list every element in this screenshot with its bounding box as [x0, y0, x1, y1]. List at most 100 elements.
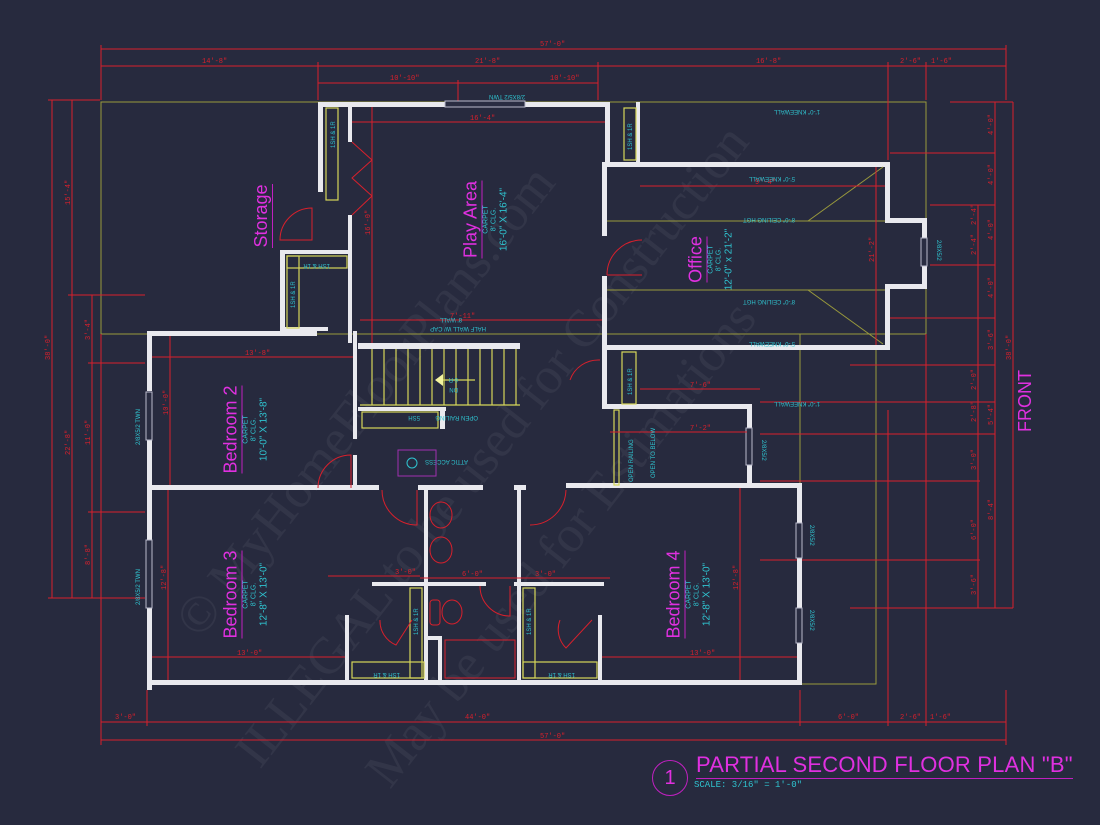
- svg-text:HALF WALL W/ CAP: HALF WALL W/ CAP: [430, 325, 486, 331]
- svg-text:7'-2": 7'-2": [690, 425, 711, 433]
- svg-text:1'-0" KNEEWALL: 1'-0" KNEEWALL: [773, 108, 820, 114]
- svg-text:10'-0": 10'-0": [163, 390, 171, 415]
- room-ceiling: 8' CLG.: [250, 582, 258, 607]
- svg-text:3'-6": 3'-6": [971, 574, 979, 595]
- svg-text:2/8X5/2: 2/8X5/2: [808, 610, 814, 631]
- svg-text:8'-0" CEILING HGT: 8'-0" CEILING HGT: [743, 298, 795, 304]
- svg-text:16'-0": 16'-0": [365, 210, 373, 235]
- svg-text:2'-6": 2'-6": [900, 714, 921, 722]
- svg-text:1SH & 1R: 1SH & 1R: [331, 121, 337, 148]
- svg-text:38'-0": 38'-0": [1006, 335, 1014, 360]
- svg-text:10'-10": 10'-10": [390, 75, 419, 83]
- svg-text:6'-0": 6'-0": [838, 714, 859, 722]
- svg-text:2'-4": 2'-4": [971, 234, 979, 255]
- svg-text:2/8X5/2: 2/8X5/2: [808, 525, 814, 546]
- room-finish: CARPET: [707, 245, 715, 274]
- room-size: 10'-0" X 13'-8": [258, 397, 270, 462]
- room-label-office: Office CARPET 8' CLG. 12'-0" x 21'-2": [685, 200, 735, 320]
- svg-text:OPEN RAILING: OPEN RAILING: [435, 414, 478, 420]
- svg-text:4'-0": 4'-0": [988, 164, 996, 185]
- svg-text:11'-0": 11'-0": [85, 420, 93, 445]
- svg-text:OPEN TO BELOW: OPEN TO BELOW: [651, 428, 657, 478]
- svg-text:16'-4": 16'-4": [470, 115, 495, 123]
- plan-number-badge: 1: [652, 760, 688, 796]
- room-size: 12'-0" x 21'-2": [723, 228, 735, 291]
- svg-text:2/8X5/2 TWN: 2/8X5/2 TWN: [136, 569, 142, 605]
- front-label: FRONT: [1015, 370, 1035, 432]
- svg-text:3'-0": 3'-0": [971, 449, 979, 470]
- svg-text:1'-6": 1'-6": [931, 58, 952, 66]
- room-name: Bedroom 4: [663, 550, 686, 639]
- room-name: Office: [685, 236, 708, 283]
- room-label-bedroom-4: Bedroom 4 CARPET 8' CLG. 12'-8" X 13'-0": [663, 535, 713, 655]
- svg-text:5'-4": 5'-4": [988, 404, 996, 425]
- room-label-bedroom-2: Bedroom 2 CARPET 8' CLG. 10'-0" X 13'-8": [220, 370, 270, 490]
- annotations: 2/8X5/2 TWN 1'-0" KNEEWALL 5'-0" KNEEWAL…: [136, 93, 941, 677]
- svg-text:9'-4": 9'-4": [755, 179, 776, 187]
- svg-text:2'-0": 2'-0": [971, 369, 979, 390]
- svg-text:ATTIC ACCESS: ATTIC ACCESS: [425, 458, 468, 464]
- dimensions-right: 4'-0" 4'-0" 4'-0" 4'-0" 3'-6" 5'-4" 8'-4…: [760, 101, 1014, 609]
- svg-text:1SH & 1R: 1SH & 1R: [303, 262, 330, 268]
- svg-text:8'-4": 8'-4": [988, 499, 996, 520]
- svg-text:5'-0" KNEEWALL: 5'-0" KNEEWALL: [748, 340, 795, 346]
- svg-text:13'-8": 13'-8": [245, 350, 270, 358]
- svg-text:OPEN RAILING: OPEN RAILING: [629, 439, 635, 482]
- svg-text:8'-8": 8'-8": [85, 544, 93, 565]
- svg-text:21'-2": 21'-2": [869, 237, 877, 262]
- svg-text:57'-0": 57'-0": [540, 733, 565, 741]
- room-ceiling: 8' CLG.: [693, 582, 701, 607]
- svg-text:2/8X5/2: 2/8X5/2: [935, 240, 941, 261]
- svg-text:6'-0": 6'-0": [971, 519, 979, 540]
- room-label-bedroom-3: Bedroom 3 CARPET 8' CLG. 12'-8" X 13'-0": [220, 535, 270, 655]
- room-name: Storage: [251, 184, 273, 248]
- room-size: 12'-8" X 13'-0": [258, 562, 270, 627]
- svg-text:10'-10": 10'-10": [550, 75, 579, 83]
- room-ceiling: 8' CLG.: [250, 417, 258, 442]
- dimensions-bottom: 3'-0" 44'-0" 6'-0" 2'-6" 1'-6" 57'-0": [100, 334, 1007, 745]
- svg-text:57'-0": 57'-0": [540, 41, 565, 49]
- dimensions-top: 57'-0" 14'-8" 21'-8" 16'-8" 2'-6" 1'-6" …: [100, 41, 1007, 160]
- plan-scale: SCALE: 3/16" = 1'-0": [694, 780, 803, 790]
- svg-text:5'-0" KNEEWALL: 5'-0" KNEEWALL: [748, 175, 795, 181]
- svg-text:8'-0" CEILING HGT: 8'-0" CEILING HGT: [743, 216, 795, 222]
- svg-text:1'-0" KNEEWALL: 1'-0" KNEEWALL: [773, 400, 820, 406]
- svg-text:1SH & 1R: 1SH & 1R: [527, 608, 533, 635]
- svg-text:2/8X5/2 TWN: 2/8X5/2 TWN: [489, 93, 525, 99]
- svg-text:DN: DN: [449, 386, 458, 392]
- room-ceiling: 8' CLG.: [715, 247, 723, 272]
- svg-text:2'-4": 2'-4": [971, 204, 979, 225]
- room-label-play-area: Play Area CARPET 8' CLG. 16'-0" X 16'-4": [460, 160, 510, 280]
- svg-text:22'-8": 22'-8": [65, 430, 73, 455]
- svg-text:15'-4": 15'-4": [65, 180, 73, 205]
- svg-text:2/8X5/2: 2/8X5/2: [760, 440, 766, 461]
- svg-text:2'-8": 2'-8": [971, 401, 979, 422]
- interior-dimensions: 13'-8" 10'-0" 13'-0" 12'-8" 13'-0" 12'-8…: [152, 107, 885, 680]
- svg-text:6 R: 6 R: [448, 376, 458, 382]
- svg-text:1'-6": 1'-6": [930, 714, 951, 722]
- room-finish: CARPET: [242, 415, 250, 444]
- room-label-storage: Storage: [251, 176, 273, 256]
- svg-text:16'-8": 16'-8": [756, 58, 781, 66]
- room-size: 12'-8" X 13'-0": [701, 562, 713, 627]
- svg-text:44'-0": 44'-0": [465, 714, 490, 722]
- closet-shelves: [286, 107, 637, 679]
- stairs: [360, 349, 520, 406]
- svg-text:1SH & 1R: 1SH & 1R: [628, 123, 634, 150]
- svg-text:8' WALL: 8' WALL: [439, 316, 462, 322]
- svg-text:3'-0": 3'-0": [115, 714, 136, 722]
- svg-text:12'-8": 12'-8": [161, 565, 169, 590]
- svg-text:6'-0": 6'-0": [462, 571, 483, 579]
- room-ceiling: 8' CLG.: [490, 207, 498, 232]
- title-block: 1 PARTIAL SECOND FLOOR PLAN "B" SCALE: 3…: [650, 752, 1090, 802]
- svg-text:5SH: 5SH: [408, 414, 420, 420]
- svg-text:1SH & 1R: 1SH & 1R: [548, 671, 575, 677]
- svg-text:38'-0": 38'-0": [45, 335, 53, 360]
- plan-title: PARTIAL SECOND FLOOR PLAN "B": [696, 752, 1073, 779]
- svg-text:7'-6": 7'-6": [690, 382, 711, 390]
- room-finish: CARPET: [482, 205, 490, 234]
- room-name: Bedroom 2: [220, 385, 243, 474]
- svg-text:3'-0": 3'-0": [535, 571, 556, 579]
